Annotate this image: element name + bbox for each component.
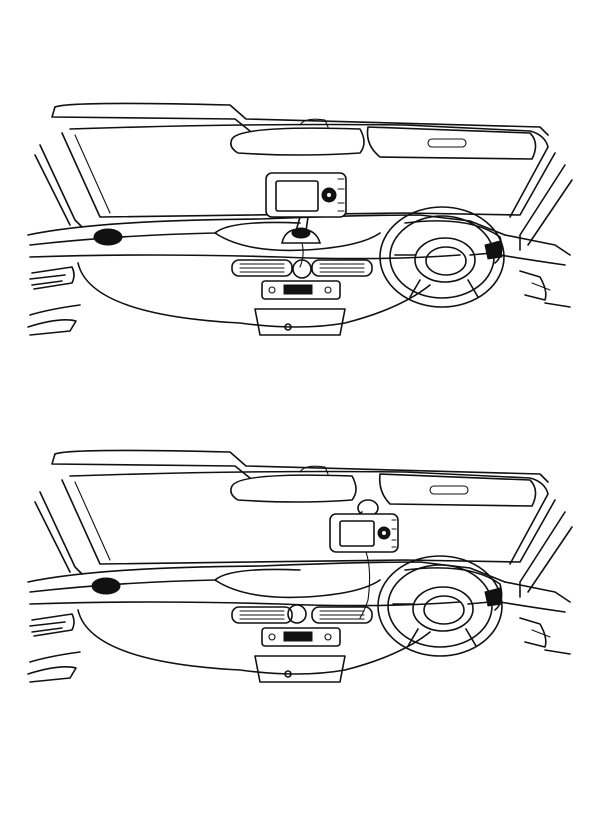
gps-device-dashboard [266, 173, 346, 267]
left-sun-visor [231, 128, 364, 155]
windscreen-frame [62, 480, 555, 564]
steering-wheel [378, 556, 502, 656]
speaker-grill-left [94, 229, 122, 245]
left-sun-visor [231, 475, 356, 502]
right-sun-visor [380, 474, 536, 506]
lower-console [255, 656, 345, 682]
windscreen-mount-illustration [0, 440, 595, 700]
right-sun-visor [368, 127, 536, 159]
dashboard-mount-illustration [0, 95, 595, 355]
lower-console [255, 309, 345, 335]
speaker-grill-left [92, 578, 120, 594]
power-cable [300, 243, 303, 267]
